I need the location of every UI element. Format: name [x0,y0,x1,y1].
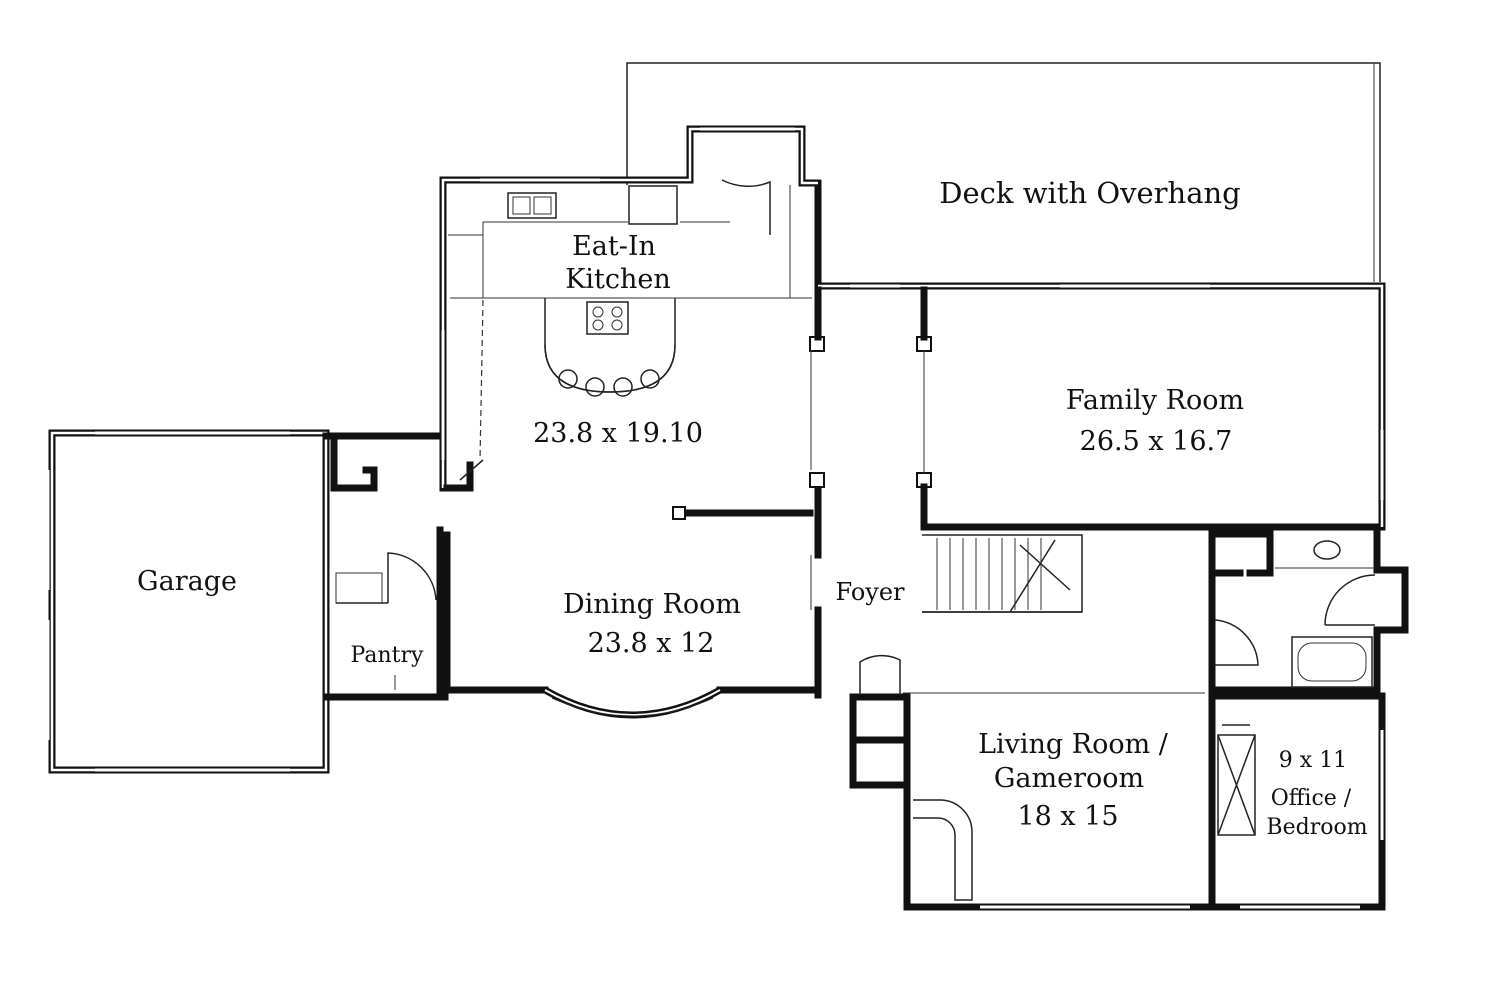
dining-room-label: Dining Room [563,589,741,620]
foyer-label: Foyer [835,578,905,606]
dining-room-dimensions: 23.8 x 12 [588,628,715,659]
living-room-label-line1: Living Room / [978,729,1169,760]
office-label-line1: Office / [1271,786,1352,811]
family-room-dimensions: 26.5 x 16.7 [1080,426,1233,457]
family-room-label: Family Room [1066,385,1244,416]
office-closet [1217,724,1256,836]
living-room-walls [849,654,1386,911]
garage-walls [46,429,330,774]
kitchen-label-line1: Eat-In [572,231,656,262]
staircase [922,534,1083,613]
family-room-walls [814,282,1386,531]
kitchen-fixtures [448,179,812,481]
pantry-label: Pantry [351,643,424,668]
deck-label: Deck with Overhang [939,176,1240,210]
living-room-dimensions: 18 x 15 [1017,801,1118,832]
pantry-walls [322,432,449,701]
foyer-columns [810,336,932,610]
kitchen-dining-walls [439,125,825,699]
living-room-label-line2: Gameroom [994,763,1144,794]
deck-outline [626,62,1381,282]
kitchen-label-line2: Kitchen [565,264,671,295]
office-dimensions: 9 x 11 [1279,748,1347,773]
kitchen-dimensions: 23.8 x 19.10 [533,418,703,449]
office-label-line2: Bedroom [1266,815,1367,840]
bathroom-walls [1208,530,1412,694]
bay-window [543,686,722,719]
garage-label: Garage [137,566,237,597]
